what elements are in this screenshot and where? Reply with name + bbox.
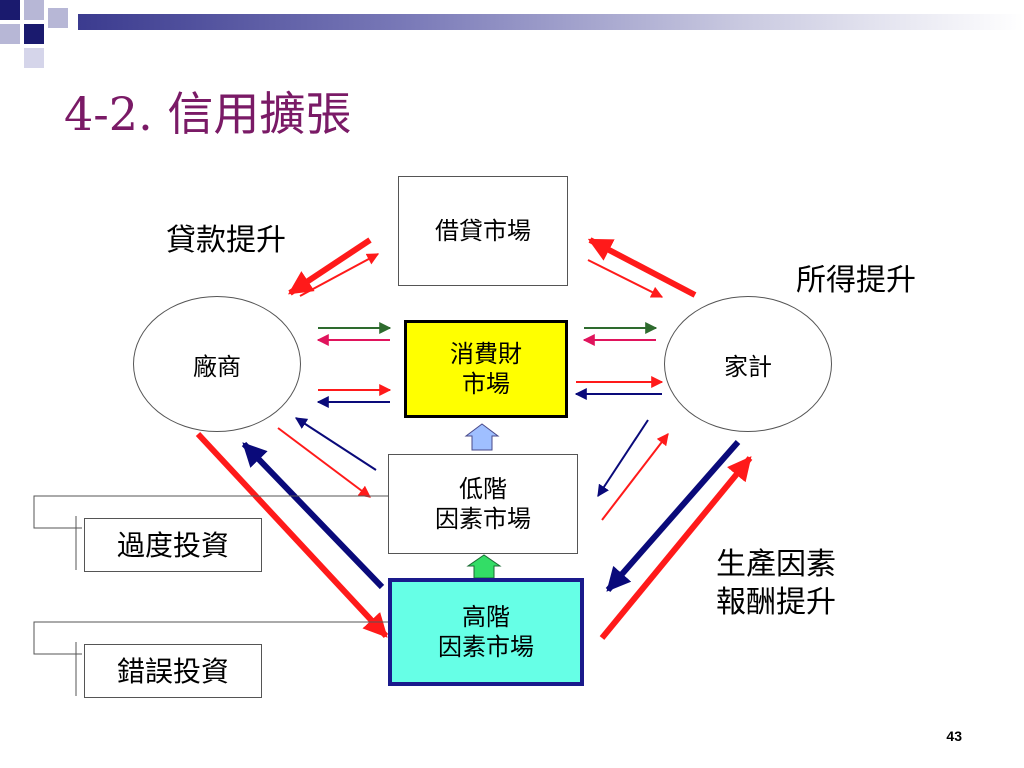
- low-order-factor-market-label: 低階 因素市場: [435, 475, 531, 533]
- arrow-loan-to-households-thin: [587, 259, 664, 298]
- high-order-factor-market-box: 高階 因素市場: [388, 578, 584, 686]
- loan-market-label: 借貸市場: [435, 217, 531, 245]
- arrow-high-to-households-red-thick: [599, 456, 753, 640]
- arrow-households-to-low-navy: [597, 419, 649, 498]
- income-rise-label: 所得提升: [796, 263, 916, 298]
- arrow-firms-to-loan-thin: [299, 253, 380, 297]
- slide-title: 4-2. 信用擴張: [64, 87, 352, 141]
- firms-label: 廠商: [193, 352, 241, 381]
- malinvestment-label: 錯誤投資: [116, 654, 229, 688]
- corner-square-light: [0, 24, 20, 44]
- arrow-high-to-firms-navy-thick: [241, 441, 385, 590]
- arrow-households-to-high-navy-thick: [605, 440, 741, 592]
- arrow-firms-to-high-red-thick: [195, 431, 389, 639]
- overinvestment-box: 過度投資: [84, 518, 262, 572]
- corner-square-light: [24, 48, 44, 68]
- consumer-goods-market-box: 消費財 市場: [404, 320, 568, 418]
- malinvestment-box: 錯誤投資: [84, 644, 262, 698]
- block-arrow-high-to-low: [466, 554, 502, 579]
- bracket-overinvestment: [33, 495, 410, 529]
- overinvestment-label: 過度投資: [116, 528, 229, 562]
- corner-square-navy: [0, 0, 20, 20]
- page-number: 43: [946, 728, 962, 744]
- firms-ellipse: 廠商: [133, 296, 301, 432]
- block-arrow-low-to-goods: [464, 423, 500, 451]
- arrow-firms-to-low-red: [277, 427, 371, 498]
- corner-square-light: [24, 0, 44, 20]
- loan-market-box: 借貸市場: [398, 176, 568, 286]
- low-order-factor-market-box: 低階 因素市場: [388, 454, 578, 554]
- arrow-loan-to-firms-thick: [287, 237, 372, 296]
- corner-square-light: [48, 8, 68, 28]
- arrow-households-to-loan-thick: [587, 237, 697, 298]
- high-order-factor-market-label: 高階 因素市場: [438, 603, 534, 661]
- header-bar: [78, 14, 1024, 30]
- households-ellipse: 家計: [664, 296, 832, 432]
- arrow-low-to-firms-navy: [294, 417, 377, 471]
- consumer-goods-market-label: 消費財 市場: [450, 340, 522, 398]
- corner-square-navy: [24, 24, 44, 44]
- loans-rise-label: 貸款提升: [166, 223, 286, 258]
- arrow-low-to-households-red: [601, 433, 669, 521]
- factor-returns-rise-label: 生產因素 報酬提升: [716, 547, 836, 620]
- bracket-malinvestment: [33, 621, 410, 655]
- households-label: 家計: [724, 352, 772, 381]
